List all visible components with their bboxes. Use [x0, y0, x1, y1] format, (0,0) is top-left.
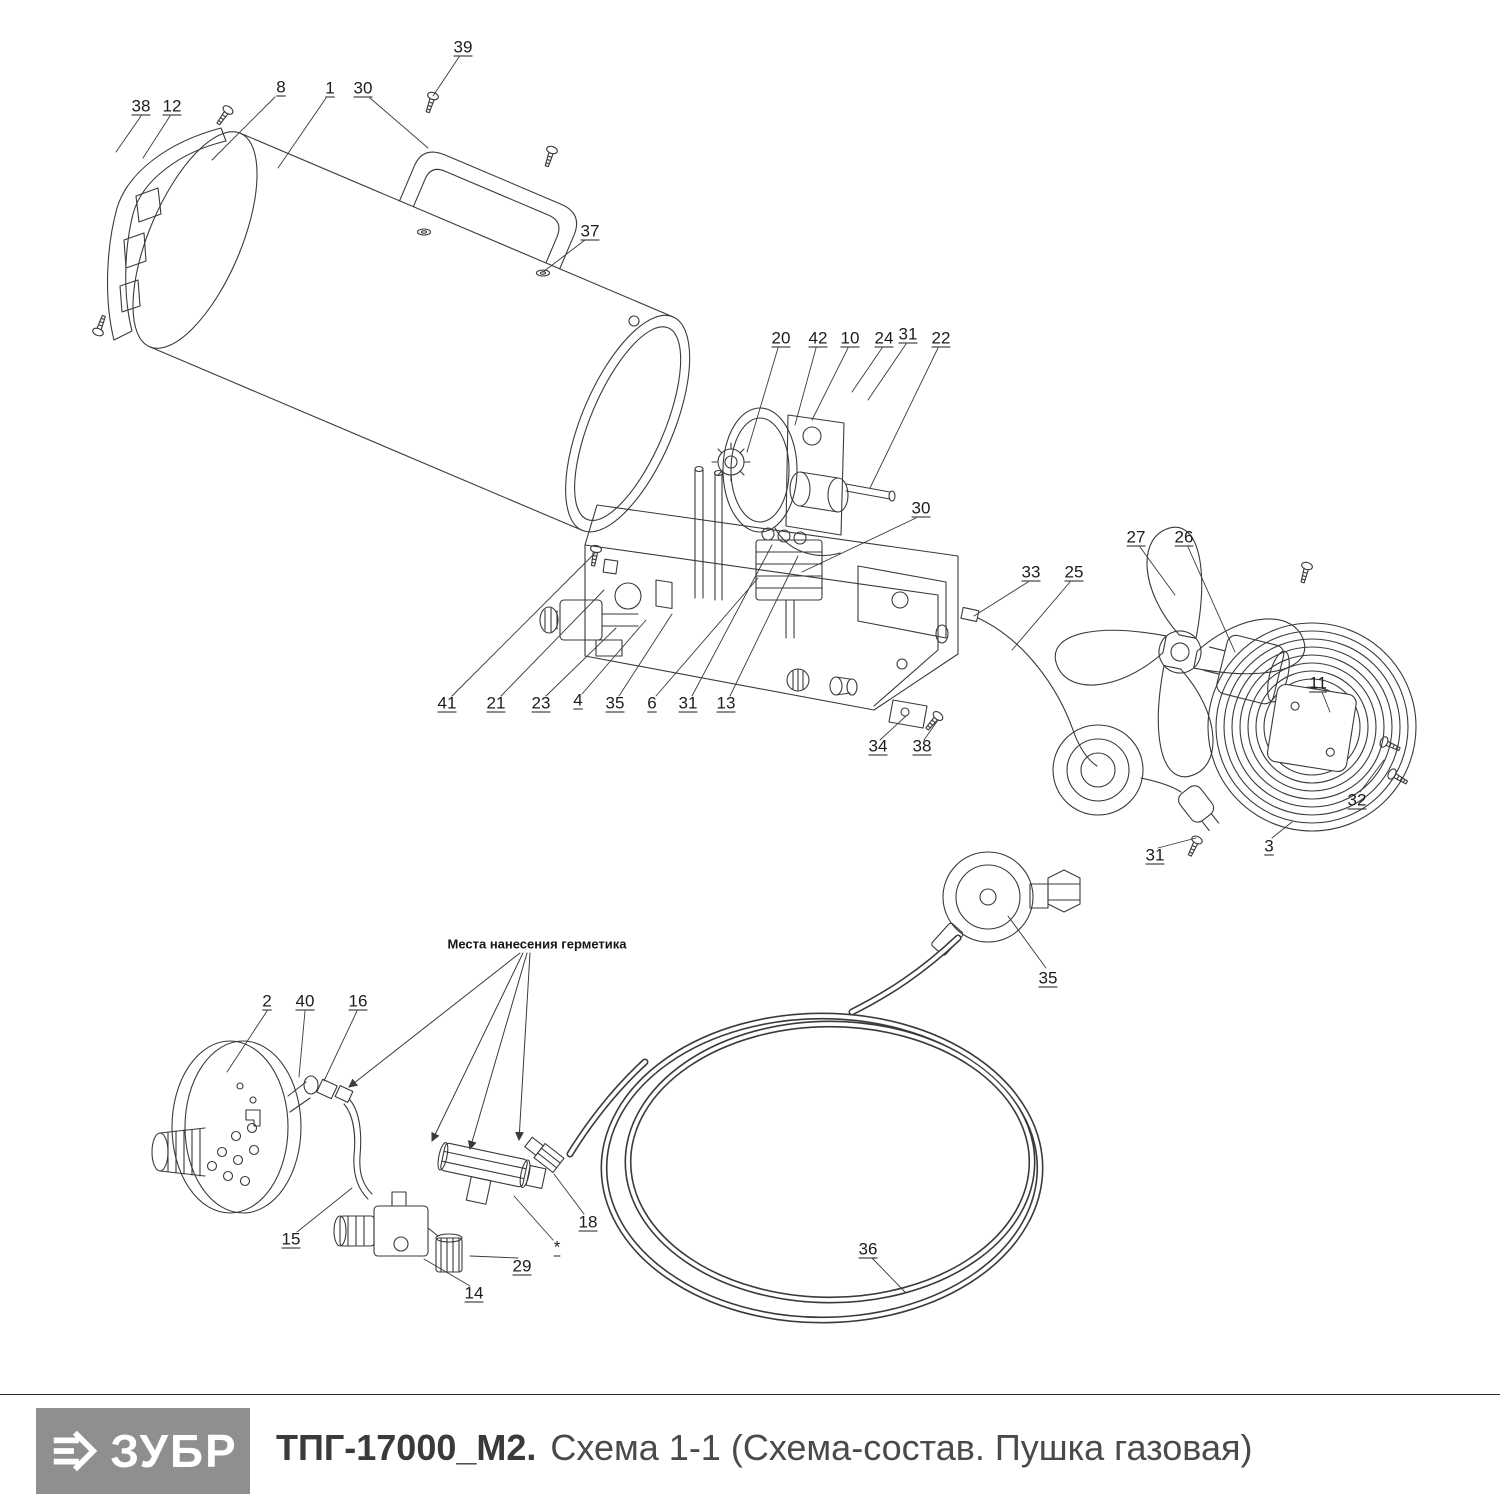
chassis-frame	[584, 504, 959, 711]
brand-icon	[54, 1430, 98, 1472]
part-callout-31: 31	[1145, 845, 1165, 865]
part-callout-35: 35	[605, 693, 625, 713]
callout-leader-lines	[115, 56, 1385, 1293]
tee-fitting	[437, 1141, 547, 1205]
part-callout-29: 29	[512, 1256, 532, 1276]
part-callout-24: 24	[874, 328, 894, 348]
part-callout-38: 38	[131, 96, 151, 116]
drawing-title: ТПГ-17000_М2. Схема 1-1 (Схема-состав. П…	[276, 1395, 1252, 1500]
power-cord	[960, 606, 1220, 832]
gas-hose	[524, 934, 1044, 1324]
part-callout-8: 8	[276, 77, 286, 97]
part-callout-25: 25	[1064, 562, 1084, 582]
part-callout-3: 3	[1264, 836, 1274, 856]
part-callout-42: 42	[808, 328, 828, 348]
part-callout-26: 26	[1174, 527, 1194, 547]
schema-subtitle: Схема 1-1 (Схема-состав. Пушка газовая)	[550, 1427, 1253, 1468]
burner-disc	[151, 1040, 311, 1214]
sealant-leader-lines	[348, 952, 531, 1150]
solenoid-valve	[333, 1191, 463, 1273]
part-callout-13: 13	[716, 693, 736, 713]
part-callout-16: 16	[348, 991, 368, 1011]
part-callout-14: 14	[464, 1283, 484, 1303]
rear-stand-bracket	[91, 103, 236, 341]
fan-guard	[1184, 560, 1417, 859]
part-callout-23: 23	[531, 693, 551, 713]
part-callout-*: *	[553, 1237, 561, 1257]
part-callout-35: 35	[1038, 968, 1058, 988]
part-callout-21: 21	[486, 693, 506, 713]
part-callout-31: 31	[678, 693, 698, 713]
hose-fitting	[524, 1136, 565, 1174]
brand-name: ЗУБР	[110, 1425, 238, 1477]
part-callout-40: 40	[295, 991, 315, 1011]
part-callout-20: 20	[771, 328, 791, 348]
part-callout-30: 30	[911, 498, 931, 518]
part-callout-36: 36	[858, 1239, 878, 1259]
part-callout-27: 27	[1126, 527, 1146, 547]
part-callout-4: 4	[573, 690, 583, 710]
part-callout-38: 38	[912, 736, 932, 756]
part-callout-15: 15	[281, 1229, 301, 1249]
fuel-tubes	[694, 465, 724, 601]
fan-motor	[1203, 634, 1290, 705]
bottom-bracket	[888, 699, 946, 734]
part-callout-1: 1	[325, 78, 335, 98]
part-callout-6: 6	[647, 693, 657, 713]
part-callout-12: 12	[162, 96, 182, 116]
power-plug	[1178, 785, 1220, 832]
fan-impeller	[1048, 520, 1312, 784]
part-callout-32: 32	[1347, 790, 1367, 810]
part-callout-22: 22	[931, 328, 951, 348]
exploded-view-drawing	[91, 56, 1417, 1324]
brand-logo: ЗУБР	[36, 1408, 250, 1494]
barrel-body	[132, 131, 691, 533]
gas-regulator	[931, 851, 1081, 956]
guard-mount-plate	[1266, 683, 1357, 773]
part-callout-31: 31	[898, 324, 918, 344]
gas-pipe	[343, 1099, 373, 1200]
part-callout-10: 10	[840, 328, 860, 348]
part-callout-41: 41	[437, 693, 457, 713]
part-callout-34: 34	[868, 736, 888, 756]
part-callout-30: 30	[353, 78, 373, 98]
part-callout-11: 11	[1309, 673, 1327, 693]
barrel-vent-hole	[628, 315, 640, 327]
part-callout-37: 37	[580, 221, 600, 241]
model-number: ТПГ-17000_М2.	[276, 1427, 537, 1468]
part-callout-18: 18	[578, 1212, 598, 1232]
part-callout-39: 39	[453, 37, 473, 57]
title-block: ЗУБР ТПГ-17000_М2. Схема 1-1 (Схема-сост…	[0, 1394, 1500, 1500]
part-callout-2: 2	[262, 991, 272, 1011]
valve-manifold	[755, 527, 823, 639]
sealant-annotation: Места нанесения герметика	[447, 936, 627, 952]
inlet-fittings	[303, 1075, 354, 1103]
part-callout-33: 33	[1021, 562, 1041, 582]
